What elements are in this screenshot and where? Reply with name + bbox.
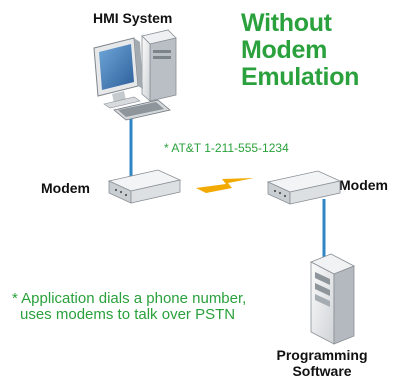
footnote-line-2: uses modems to talk over PSTN [20,306,236,323]
right-modem-label: Modem [339,177,388,193]
programming-server-icon [310,253,355,345]
right-modem-icon [266,170,342,205]
hmi-computer-icon [93,29,177,121]
hmi-system-label: HMI System [93,10,173,26]
footnote-line-1: * Application dials a phone number, [12,290,247,307]
programming-label-line1: Programming [276,347,368,363]
lightning-bolt-icon [196,178,254,193]
diagram-title: Without Modem Emulation [241,9,360,91]
programming-label-line2: Software [292,363,352,379]
left-modem-icon [107,169,182,204]
programming-software-label: Programming Software [274,347,370,379]
phone-number-note: * AT&T 1-211-555-1234 [164,141,289,155]
left-modem-label: Modem [41,180,90,196]
footnote: * Application dials a phone number, uses… [12,291,302,323]
